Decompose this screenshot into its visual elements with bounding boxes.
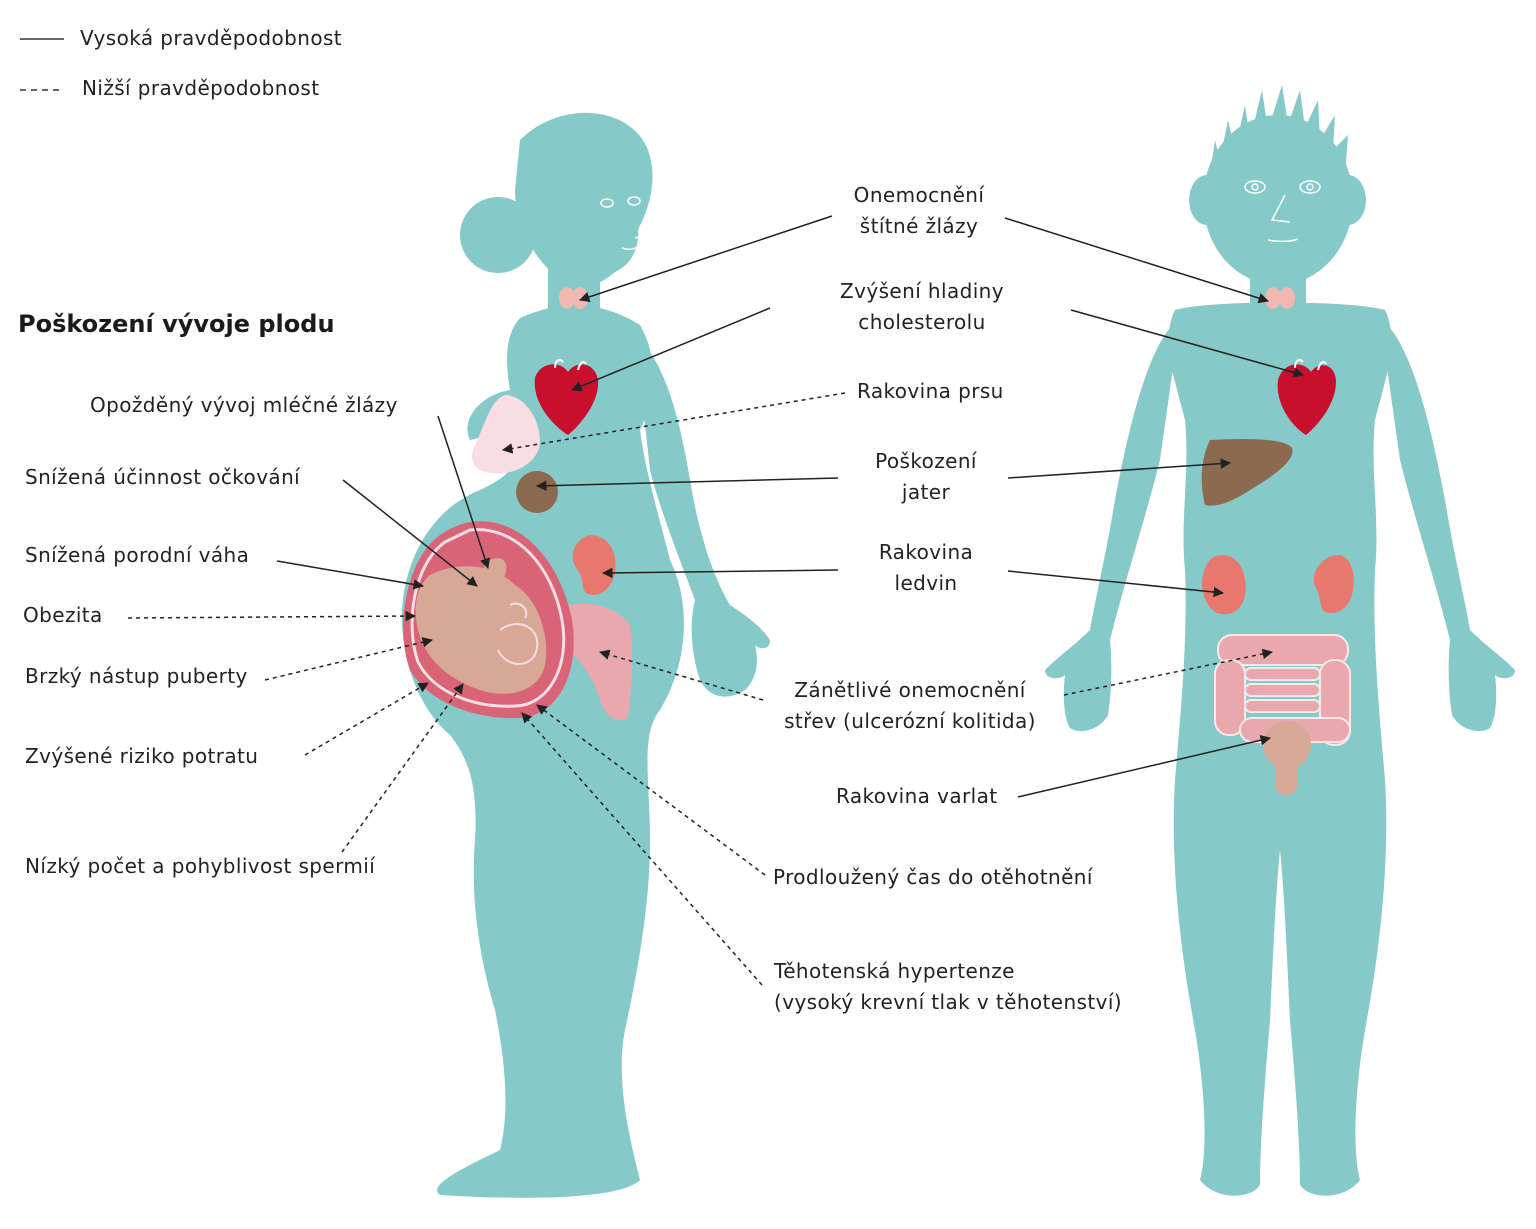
arrow-thyroid-woman [579, 215, 833, 302]
legend-dashed-label: Nižší pravděpodobnost [82, 76, 320, 100]
woman-liver [516, 471, 558, 513]
man-kidney-left [1202, 555, 1246, 615]
label-obesity: Obezita [23, 603, 103, 627]
arrow-birth-weight [276, 560, 425, 590]
arrow-thyroid-man [1004, 217, 1270, 304]
label-testicular: Rakovina varlat [836, 784, 998, 808]
label-hypertension: Těhotenská hypertenze(vysoký krevní tlak… [774, 959, 1123, 1014]
man-kidney-right [1313, 555, 1354, 614]
label-birth-weight: Snížená porodní váha [25, 543, 250, 567]
fetus [415, 558, 547, 694]
label-vaccination: Snížená účinnost očkování [25, 465, 301, 489]
arrow-chol-man [1070, 309, 1305, 378]
arrow-testis [1017, 735, 1272, 798]
label-sperm: Nízký počet a pohyblivost spermií [25, 854, 376, 878]
arrow-kidney-man [1007, 570, 1225, 598]
label-puberty: Brzký nástup puberty [25, 664, 248, 688]
man-face [1244, 180, 1321, 243]
label-mammary: Opožděný vývoj mléčné žlázy [90, 393, 398, 417]
section-title: Poškození vývoje plodu [18, 310, 335, 338]
man-testis [1263, 721, 1311, 795]
arrow-chol-woman [571, 307, 771, 392]
woman-face [600, 196, 643, 251]
label-breast-cancer: Rakovina prsu [857, 379, 1004, 403]
legend-solid-label: Vysoká pravděpodobnost [80, 26, 343, 50]
man-liver [1201, 438, 1293, 506]
arrow-kidney-woman [601, 567, 839, 579]
woman-breast [472, 395, 540, 474]
man-thyroid [1265, 287, 1295, 309]
man-heart [1277, 359, 1336, 435]
woman-kidney [572, 535, 616, 596]
arrow-obesity [127, 610, 417, 622]
arrow-mammary [437, 415, 491, 569]
arrow-liver-man [1007, 458, 1232, 479]
label-fertility: Prodloužený čas do otěhotnění [773, 865, 1093, 889]
woman-intestine [555, 603, 633, 721]
arrow-sperm [341, 683, 464, 853]
label-miscarriage: Zvýšené riziko potratu [25, 744, 259, 768]
arrow-liver-woman [535, 477, 839, 491]
arrow-breast-cancer [501, 392, 846, 454]
arrow-miscarriage [304, 682, 429, 756]
arrow-colitis-man [1063, 648, 1274, 696]
arrow-vaccination [342, 479, 478, 587]
connectors [127, 215, 1305, 986]
